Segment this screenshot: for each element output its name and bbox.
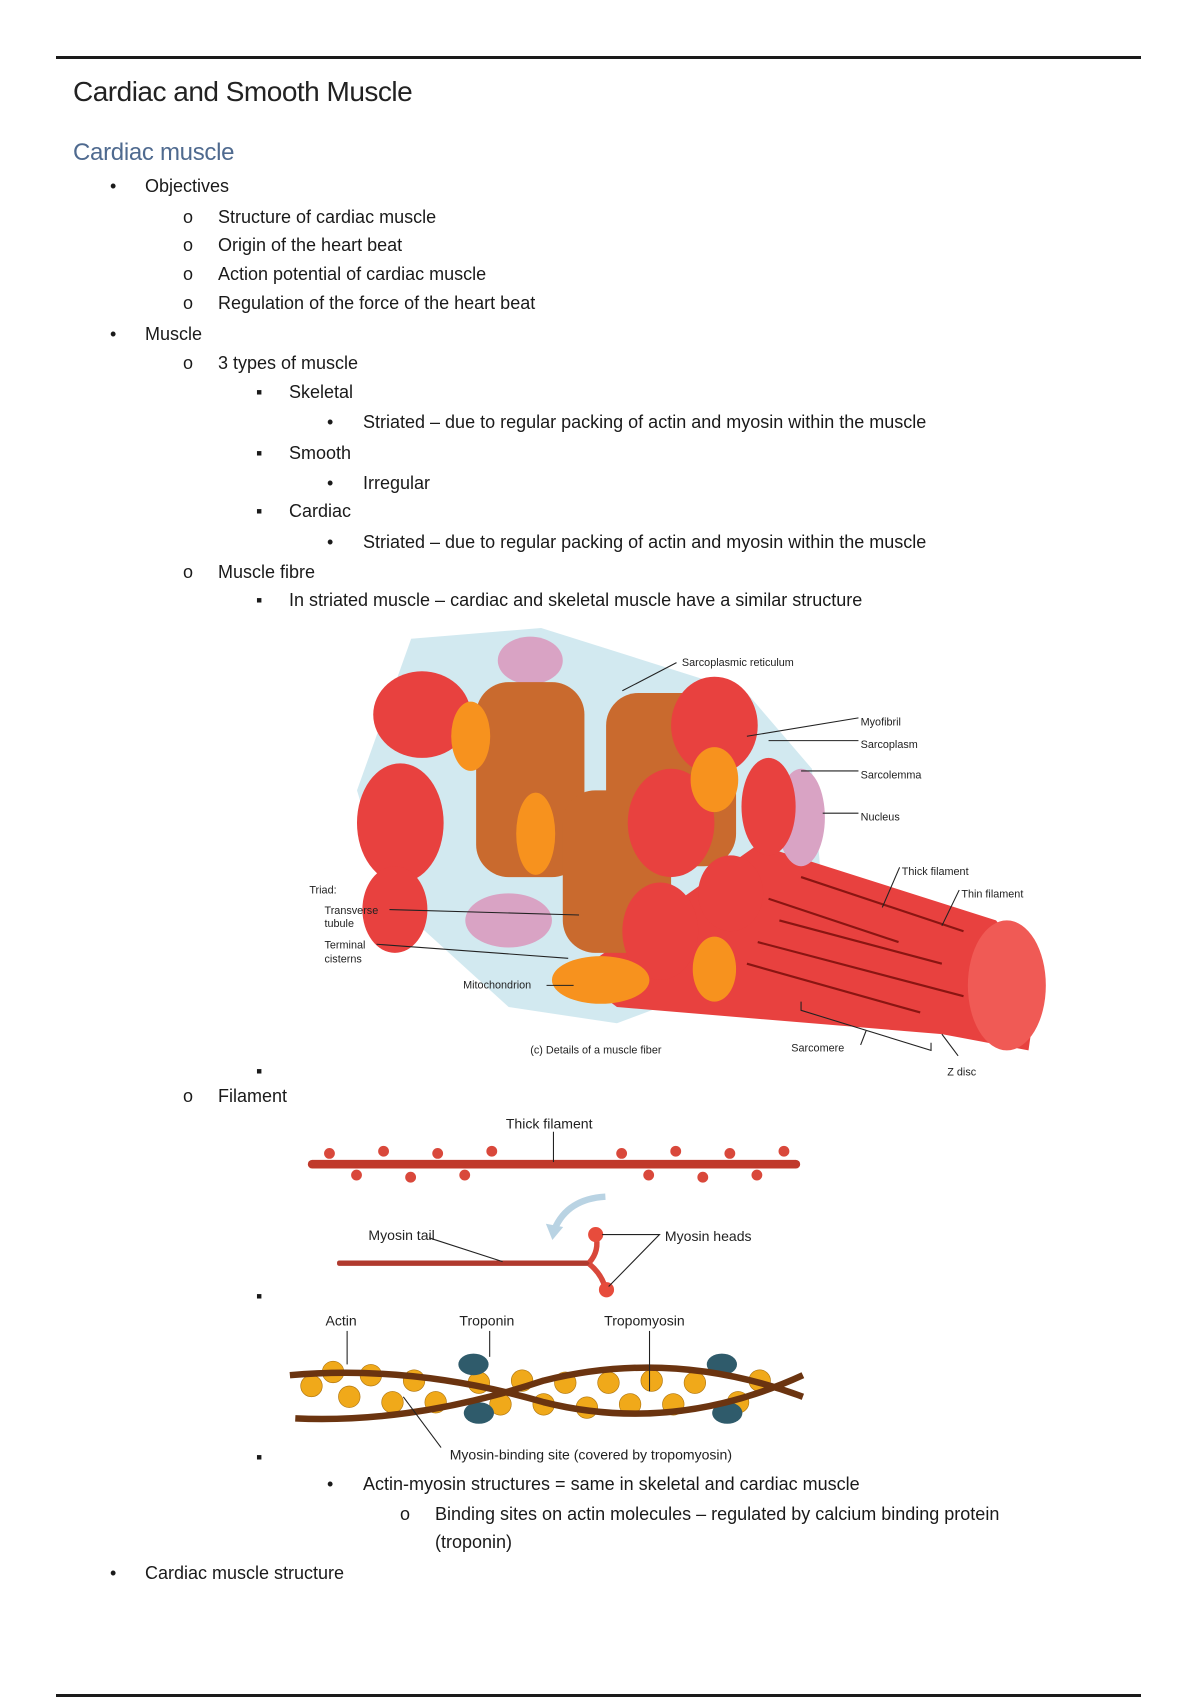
label-myosin-heads: Myosin heads <box>665 1228 752 1244</box>
bullet: ▪ <box>256 382 263 402</box>
page-title: Cardiac and Smooth Muscle <box>73 76 413 107</box>
list-item: Structure of cardiac muscle <box>218 207 437 227</box>
label-sarcoplasm: Sarcoplasm <box>861 739 918 751</box>
list-item: Striated – due to regular packing of act… <box>363 412 927 432</box>
bullet: ▪ <box>256 1447 263 1467</box>
label-myosin-binding-site: Myosin-binding site (covered by tropomyo… <box>450 1446 732 1462</box>
bullet: ▪ <box>256 1286 263 1306</box>
label-sarcolemma: Sarcolemma <box>861 770 923 782</box>
bullet: ▪ <box>256 590 263 610</box>
label-thick-filament: Thick filament <box>506 1116 593 1132</box>
list-item: Irregular <box>363 473 431 493</box>
list-item: Muscle fibre <box>218 562 316 582</box>
label-terminal: Terminal <box>324 940 365 952</box>
bullet: o <box>183 353 194 373</box>
list-item: 3 types of muscle <box>218 353 359 373</box>
label-myofibril: Myofibril <box>861 716 901 728</box>
label-myosin-tail: Myosin tail <box>368 1227 434 1243</box>
bullet: • <box>110 324 117 344</box>
bullet: • <box>110 1563 117 1583</box>
label-mitochondrion: Mitochondrion <box>463 980 531 992</box>
bullet: o <box>183 207 194 227</box>
bullet: • <box>327 412 334 432</box>
list-item: Regulation of the force of the heart bea… <box>218 293 536 313</box>
label-cisterns: cisterns <box>324 954 362 966</box>
bullet: o <box>183 1086 194 1106</box>
footer-rule <box>56 1694 1141 1697</box>
bullet: o <box>183 235 194 255</box>
label-triad: Triad: <box>309 884 336 896</box>
label-troponin: Troponin <box>459 1313 514 1329</box>
muscle-fiber-diagram: Sarcoplasmic reticulum Myofibril Sarcopl… <box>309 627 1046 1078</box>
list-item: Action potential of cardiac muscle <box>218 264 487 284</box>
label-thick-filament: Thick filament <box>902 866 969 878</box>
list-item-cardiac-structure: Cardiac muscle structure <box>145 1563 345 1583</box>
label-sarcoplasmic-reticulum: Sarcoplasmic reticulum <box>682 657 794 669</box>
bullet: o <box>400 1504 411 1524</box>
list-item: Skeletal <box>289 382 354 402</box>
bullet: ▪ <box>256 501 263 521</box>
bullet: o <box>183 264 194 284</box>
list-item-muscle: Muscle <box>145 324 203 344</box>
bullet: ▪ <box>256 443 263 463</box>
header-rule <box>56 56 1141 59</box>
list-item: Binding sites on actin molecules – regul… <box>435 1504 1000 1524</box>
bullet: • <box>327 473 334 493</box>
list-item: Actin-myosin structures = same in skelet… <box>363 1474 860 1494</box>
bullet: o <box>183 293 194 313</box>
label-tropomyosin: Tropomyosin <box>604 1313 685 1329</box>
thin-filament-diagram: Actin Troponin Tropomyosin Myosin-bindin… <box>289 1313 805 1462</box>
list-item: Striated – due to regular packing of act… <box>363 532 927 552</box>
bullet: • <box>327 532 334 552</box>
list-item-objectives: Objectives <box>145 176 230 196</box>
label-sarcomere: Sarcomere <box>791 1042 844 1054</box>
bullet: • <box>110 176 117 196</box>
label-transverse: Transverse <box>324 905 378 917</box>
list-item: Cardiac <box>289 501 352 521</box>
figure-caption: (c) Details of a muscle fiber <box>530 1045 662 1057</box>
label-tubule: tubule <box>324 918 354 930</box>
label-z-disc: Z disc <box>947 1066 976 1078</box>
list-item: In striated muscle – cardiac and skeleta… <box>289 590 863 610</box>
label-nucleus: Nucleus <box>861 812 901 824</box>
bullet: o <box>183 562 194 582</box>
thick-filament-diagram: Thick filament Myosin tail Myosin heads <box>307 1116 801 1298</box>
list-item: Smooth <box>289 443 352 463</box>
list-item: Origin of the heart beat <box>218 235 403 255</box>
label-thin-filament: Thin filament <box>961 889 1023 901</box>
bullet: ▪ <box>256 1061 263 1081</box>
list-item-continuation: (troponin) <box>435 1532 513 1552</box>
list-item: Filament <box>218 1086 288 1106</box>
section-heading: Cardiac muscle <box>73 139 235 166</box>
label-actin: Actin <box>326 1313 357 1329</box>
bullet: • <box>327 1474 334 1494</box>
